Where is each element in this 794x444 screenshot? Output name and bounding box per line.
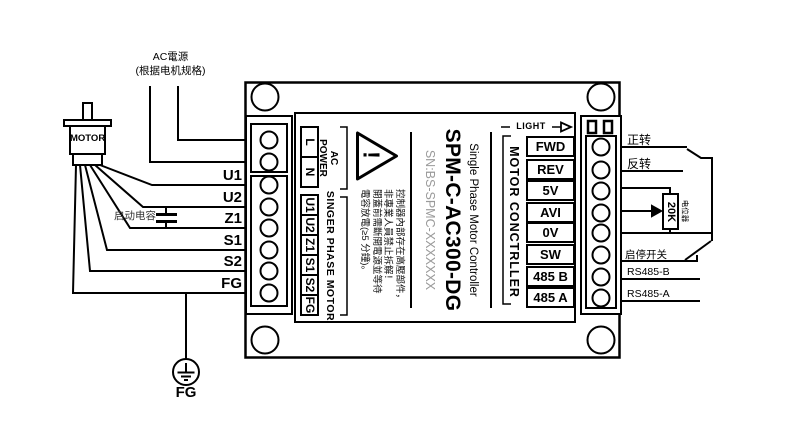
product-name: Single Phase Motor Controller [467, 143, 479, 297]
label-panel-outline [294, 112, 576, 323]
led-indicator [602, 119, 614, 135]
terminal-screw [259, 283, 279, 303]
model-number: SPM-C-AC300-DG [441, 128, 464, 312]
wire-z1 [89, 164, 246, 229]
ac-wire-n [149, 86, 246, 163]
motor-symbol [63, 102, 112, 166]
light-label: LIGHT [516, 120, 546, 131]
mounting-hole [586, 82, 616, 112]
strip-box-n: N [300, 156, 319, 188]
right-terminal-block [580, 115, 622, 315]
wire-label-u1: U1 [222, 167, 242, 184]
wire-label-z1: Z1 [224, 210, 242, 227]
terminal-screw [259, 152, 279, 172]
motor-label: MOTOR [70, 133, 106, 144]
serial-number: SN:BS-SPMC-XXXXXXX [423, 149, 437, 291]
wire-u2 [94, 164, 246, 208]
wire-fg [71, 164, 246, 294]
rs485-a-label: RS485-A [627, 288, 670, 300]
mounting-hole [250, 325, 280, 355]
wire-sw [622, 255, 698, 262]
terminal-screw [591, 181, 611, 201]
terminal-screw [259, 240, 279, 260]
io-box-0v: 0V [526, 222, 575, 243]
start-capacitor-label: 启动电容 [114, 210, 156, 222]
forward-label: 正转 [627, 133, 652, 147]
power-caption-bracket [340, 126, 348, 190]
terminal-screw [591, 223, 611, 243]
wire-5v [622, 187, 671, 194]
terminal-screw [259, 261, 279, 281]
mounting-hole [586, 325, 616, 355]
ground-label: FG [175, 384, 197, 401]
led-indicator [586, 119, 598, 135]
wire-label-s1: S1 [223, 232, 242, 249]
rs485-b-label: RS485-B [627, 266, 670, 278]
start-capacitor-symbol [156, 207, 177, 228]
ac-supply-label: AC電源 (根据电机规格) [118, 50, 223, 78]
wires [63, 86, 713, 386]
io-box-485b: 485 B [526, 266, 575, 287]
reverse-label: 反转 [627, 157, 652, 171]
terminal-screw [591, 137, 611, 157]
ac-supply-line1: AC電源 [152, 51, 189, 63]
wire-label-fg: FG [221, 275, 242, 292]
terminal-screw [259, 197, 279, 217]
io-box-5v: 5V [526, 180, 575, 201]
terminal-screw [259, 218, 279, 238]
strip-box-z1: Z1 [300, 234, 319, 256]
ac-supply-line2: (根据电机规格) [135, 65, 206, 77]
terminal-screw [591, 160, 611, 180]
terminal-screw [259, 130, 279, 150]
motor-shaft [82, 102, 93, 122]
strip-box-s2: S2 [300, 274, 319, 296]
run-stop-switch-blade [684, 240, 712, 261]
controller-caption-bracket [502, 135, 511, 305]
wire-label-s2: S2 [223, 253, 242, 270]
wire-s2 [79, 164, 246, 272]
ac-wire-l [177, 86, 246, 141]
terminal-screw [591, 288, 611, 308]
light-arrow-icon [560, 121, 574, 133]
potentiometer-symbol [662, 193, 679, 230]
io-box-fwd: FWD [526, 136, 575, 157]
strip-box-u2: U2 [300, 214, 319, 236]
io-box-485a: 485 A [526, 287, 575, 308]
terminal-screw [259, 175, 279, 195]
strip-box-fg: FG [300, 294, 319, 316]
terminal-screw [591, 203, 611, 223]
warning-triangle-icon [356, 131, 398, 181]
wire-label-u2: U2 [222, 189, 242, 206]
mounting-hole [250, 82, 280, 112]
wire-s1 [84, 164, 246, 251]
io-box-rev: REV [526, 159, 575, 180]
io-box-avi: AVI [526, 202, 575, 223]
strip-box-s1: S1 [300, 254, 319, 276]
left-terminal-block [245, 115, 293, 315]
strip-box-u1: U1 [300, 194, 319, 216]
earth-ground-icon [172, 293, 200, 386]
terminal-screw [591, 267, 611, 287]
terminal-screw [591, 245, 611, 265]
motor-caption-bracket [340, 196, 348, 316]
direction-switch-symbol [686, 148, 713, 241]
wire-u1 [99, 164, 246, 186]
wiper-arrow-icon [651, 204, 664, 218]
io-box-sw: SW [526, 244, 575, 265]
run-stop-label: 启停开关 [625, 249, 667, 261]
motor-base [72, 153, 103, 166]
